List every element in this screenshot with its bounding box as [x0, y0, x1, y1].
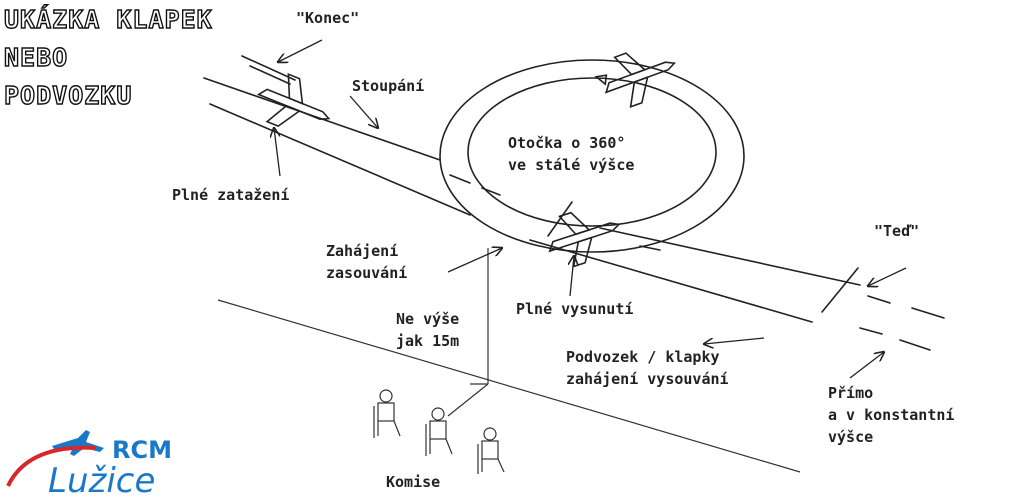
label-otocka-2: ve stálé výšce: [508, 156, 634, 174]
label-komise: Komise: [386, 473, 440, 491]
airplane-top: [594, 52, 677, 109]
label-zahajeni-2: zasouvání: [326, 264, 407, 282]
label-primo-3: výšce: [828, 428, 873, 446]
label-otocka-1: Otočka o 360°: [508, 134, 625, 152]
label-ne-vyse-2: jak 15m: [396, 332, 459, 350]
airplane-icon: [52, 430, 104, 456]
swoosh-icon: [6, 445, 97, 487]
label-plne-zatazeni: Plné zatažení: [172, 186, 289, 204]
label-primo-2: a v konstantní: [828, 406, 954, 424]
title-line-1: UKÁZKA KLAPEK: [4, 5, 213, 34]
ground-lines: [217, 248, 801, 473]
title-line-2: NEBO: [4, 43, 68, 72]
airplane-left: [256, 72, 331, 128]
label-podvozek-2: zahájení vysouvání: [566, 370, 729, 388]
callout-arrows: [274, 39, 907, 379]
judges: [373, 389, 505, 474]
logo-brand: RCM: [112, 436, 172, 464]
label-ted: "Teď": [874, 222, 919, 240]
judge-2: [425, 407, 453, 456]
judge-3: [477, 427, 505, 474]
label-zahajeni-1: Zahájení: [326, 242, 398, 260]
label-podvozek-1: Podvozek / klapky: [566, 348, 720, 366]
label-konec: "Konec": [296, 9, 359, 27]
airplane-middle: [548, 211, 621, 268]
judge-1: [373, 389, 401, 438]
title-line-3: PODVOZKU: [4, 81, 132, 110]
rcm-luzice-logo: RCM Lužice: [6, 430, 172, 500]
label-stoupani: Stoupání: [352, 77, 424, 95]
logo-name: Lužice: [48, 461, 155, 496]
label-ne-vyse-1: Ne výše: [396, 310, 459, 328]
label-primo-1: Přímo: [828, 384, 873, 402]
gate-markers: [249, 65, 573, 237]
label-plne-vysunuti: Plné vysunutí: [516, 300, 633, 318]
turn-loop: [439, 59, 745, 253]
